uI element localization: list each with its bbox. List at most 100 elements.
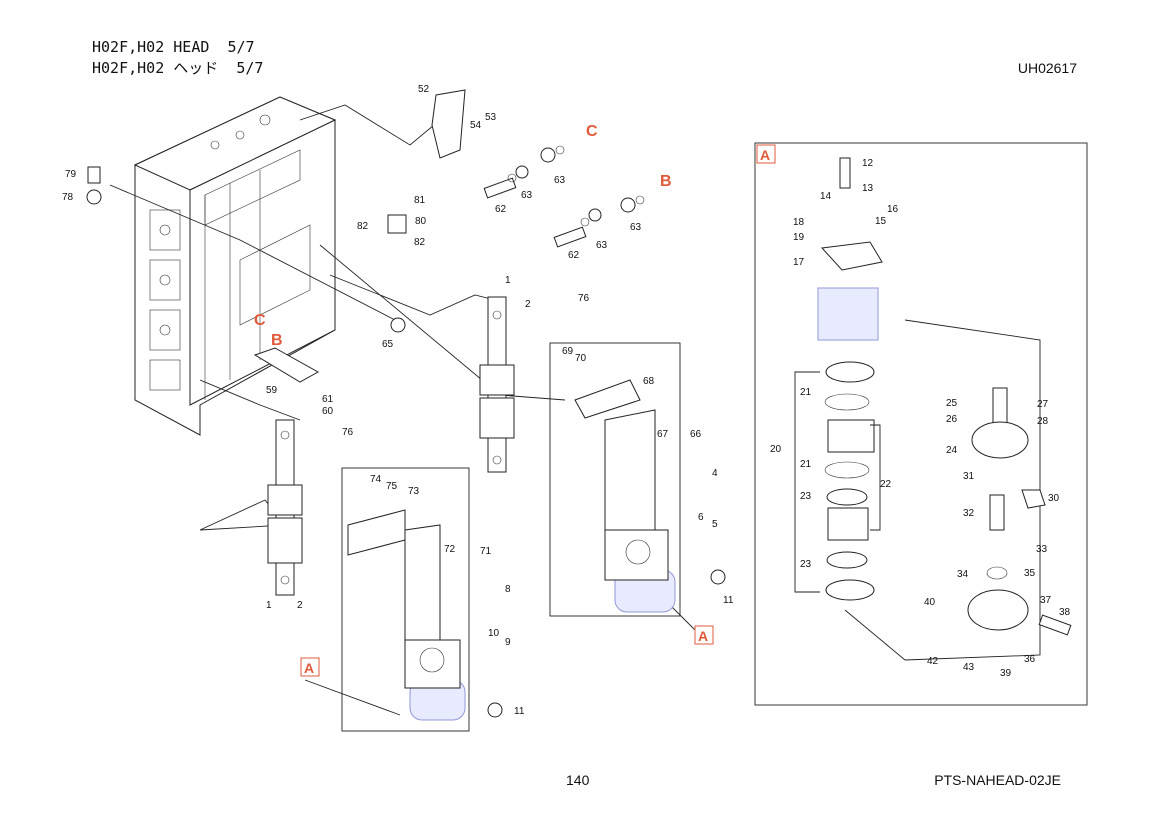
part-number-label: 63: [521, 190, 533, 201]
ref-letter-B-frame: B: [271, 332, 283, 349]
part-number-label: 39: [1000, 668, 1012, 679]
page-title-en: H02F,H02 HEAD 5/7: [92, 38, 255, 56]
document-code: PTS-NAHEAD-02JE: [934, 772, 1061, 788]
page-title-ja: H02F,H02 ヘッド 5/7: [92, 59, 264, 77]
fitting-65: [390, 317, 406, 333]
ref-letter-C-frame: C: [254, 312, 266, 329]
part-number-label: 63: [630, 222, 642, 233]
part-number-label: 62: [568, 250, 580, 261]
ref-letter-B-upper: B: [660, 173, 672, 190]
part-number-label: 13: [862, 183, 874, 194]
part-number-label: 63: [596, 240, 608, 251]
part-number-label: 26: [946, 414, 958, 425]
part-number-label: 11: [723, 595, 734, 606]
rotation-unit-parts: [794, 157, 1072, 636]
ref-box-A-mid: A: [694, 625, 714, 645]
part-number-label: 71: [480, 546, 492, 557]
part-number-label: 69: [562, 346, 574, 357]
part-number-label: 10: [488, 628, 500, 639]
ref-letter-C-upper: C: [586, 123, 598, 140]
part-number-label: 11: [514, 706, 525, 717]
nozzle-holder-66: [574, 379, 726, 613]
part-number-label: 6: [698, 512, 704, 523]
part-number-label: 76: [578, 293, 590, 304]
part-number-label: 40: [924, 597, 936, 608]
part-number-label: 27: [1037, 399, 1049, 410]
part-number-label: 79: [65, 169, 77, 180]
part-number-label: 38: [1059, 607, 1071, 618]
part-number-label: 52: [418, 84, 430, 95]
part-number-label: 25: [946, 398, 958, 409]
part-number-label: 70: [575, 353, 587, 364]
svg-text:A: A: [698, 628, 708, 644]
part-number-label: 1: [505, 275, 511, 286]
part-number-label: 33: [1036, 544, 1048, 555]
part-number-label: 32: [963, 508, 975, 519]
part-number-label: 43: [963, 662, 975, 673]
detail-box-66: [549, 342, 681, 617]
part-number-label: 82: [357, 221, 369, 232]
part-number-label: 74: [370, 474, 382, 485]
part-number-label: 14: [820, 191, 832, 202]
ref-box-A-detail: A: [756, 144, 776, 164]
svg-text:A: A: [304, 660, 314, 676]
valve-80: [387, 214, 407, 234]
part-number-label: 9: [505, 637, 511, 648]
nozzle-fittings: [483, 145, 645, 248]
part-number-label: 15: [875, 216, 887, 227]
part-number-label: 61: [322, 394, 334, 405]
part-number-label: 60: [322, 406, 334, 417]
part-number-label: 67: [657, 429, 669, 440]
part-number-label: 81: [414, 195, 426, 206]
svg-text:A: A: [760, 147, 770, 163]
head-frame-housing: [133, 96, 337, 436]
part-number-label: 31: [963, 471, 975, 482]
part-number-label: 37: [1040, 595, 1052, 606]
part-number-label: 72: [444, 544, 456, 555]
part-number-label: 76: [342, 427, 354, 438]
part-number-label: 5: [712, 519, 718, 530]
part-number-label: 21: [800, 459, 812, 470]
part-number-label: 75: [386, 481, 398, 492]
part-number-label: 24: [946, 445, 958, 456]
clamp-52: [431, 89, 466, 159]
detail-box-A: [754, 142, 1088, 706]
part-number-label: 8: [505, 584, 511, 595]
part-number-label: 78: [62, 192, 74, 203]
part-number-label: 80: [415, 216, 427, 227]
fitting-78: [86, 189, 102, 205]
part-number-label: 28: [1037, 416, 1049, 427]
part-number-label: 53: [485, 112, 497, 123]
part-number-label: 62: [495, 204, 507, 215]
part-number-label: 36: [1024, 654, 1036, 665]
part-number-label: 2: [525, 299, 531, 310]
part-number-label: 35: [1024, 568, 1036, 579]
part-number-label: 21: [800, 387, 812, 398]
part-number-label: 82: [414, 237, 426, 248]
nozzle-holder-71: [347, 509, 503, 721]
part-number-label: 16: [887, 204, 899, 215]
part-number-label: 20: [770, 444, 782, 455]
part-number-label: 17: [793, 257, 805, 268]
part-number-label: 23: [800, 491, 812, 502]
part-number-label: 30: [1048, 493, 1060, 504]
page-number: 140: [566, 772, 590, 788]
part-number-label: 18: [793, 217, 805, 228]
part-number-label: 73: [408, 486, 420, 497]
part-number-label: 65: [382, 339, 394, 350]
linear-guide-lower: [267, 419, 303, 596]
part-number-label: 22: [880, 479, 892, 490]
part-number-label: 66: [690, 429, 702, 440]
part-number-label: 4: [712, 468, 718, 479]
document-id: UH02617: [1017, 60, 1077, 76]
part-number-label: 54: [470, 120, 482, 131]
part-number-label: 68: [643, 376, 655, 387]
part-number-label: 34: [957, 569, 969, 580]
part-number-label: 63: [554, 175, 566, 186]
part-number-labels: 1122456891011111213141516171819202121222…: [62, 84, 1071, 717]
part-number-label: 59: [266, 385, 278, 396]
part-number-label: 23: [800, 559, 812, 570]
part-number-label: 1: [266, 600, 272, 611]
detail-box-71: [341, 467, 470, 732]
